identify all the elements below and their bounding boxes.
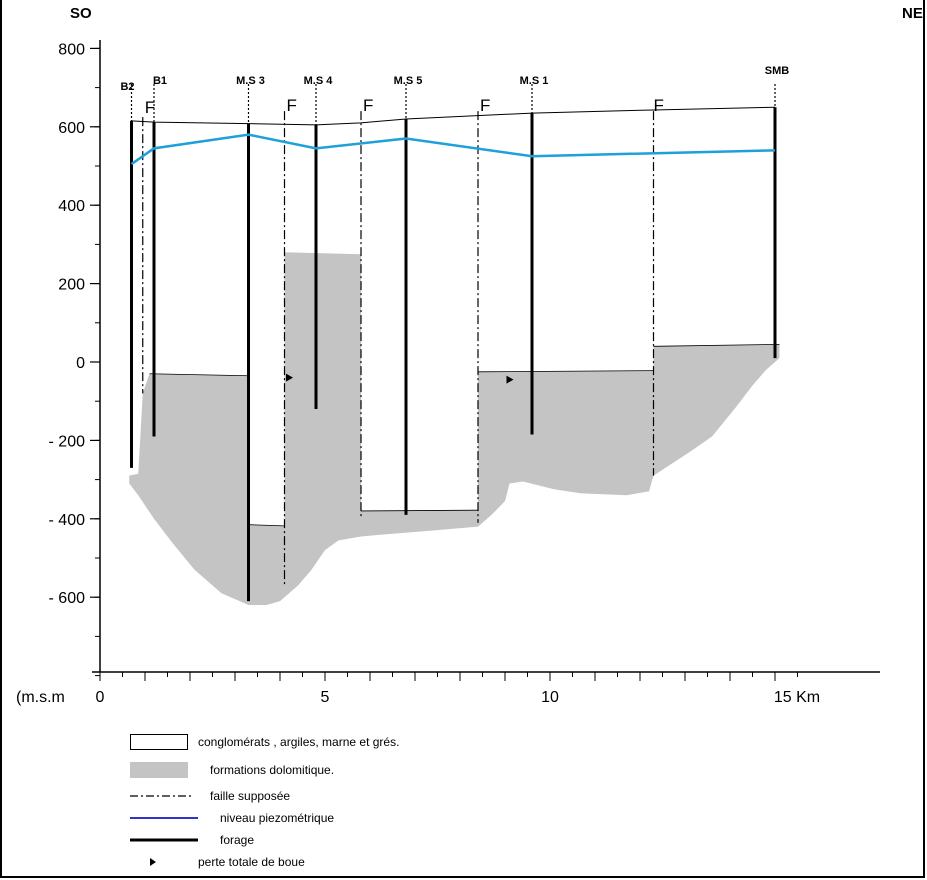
x-tick-label: 15 Km [774, 689, 820, 706]
legend-label: faille supposée [210, 789, 291, 803]
borehole-label: B1 [153, 75, 167, 87]
formation-contact [149, 373, 249, 377]
legend-item-dolomitic: formations dolomitique. [130, 760, 334, 780]
triangle-icon [150, 858, 156, 866]
ground-surface [131, 106, 776, 126]
legend-item-piezo: niveau piezométrique [130, 808, 334, 828]
borehole-label: M.S 3 [236, 75, 265, 87]
mud-loss-marker [506, 375, 514, 384]
legend-label: niveau piezométrique [220, 811, 335, 825]
borehole-label: B2 [120, 81, 134, 93]
mud-loss-marker [286, 373, 293, 382]
formation-contact [360, 509, 479, 512]
legend-label: formations dolomitique. [210, 763, 335, 777]
dolomite-formation [129, 252, 780, 606]
fault-label: F [480, 96, 490, 115]
y-tick-label: 800 [58, 41, 85, 58]
y-unit-label: (m.s.m [16, 689, 65, 706]
y-tick-label: - 600 [49, 590, 86, 607]
legend-blue-line [130, 817, 198, 819]
direction-label-ne: NE [902, 5, 923, 22]
legend-item-borehole: forage [130, 830, 254, 850]
legend-item-fault: faille supposée [130, 786, 290, 806]
borehole-label: M.S 4 [304, 75, 334, 87]
fault-label: F [287, 96, 297, 115]
legend-black-line [130, 838, 198, 842]
legend-swatch-white [130, 734, 188, 750]
y-tick-label: 600 [58, 120, 85, 137]
borehole-label: M.S 5 [394, 75, 423, 87]
x-tick-label: 0 [96, 689, 105, 706]
formation-contact [653, 343, 780, 347]
legend-swatch-gray [130, 762, 188, 778]
piezometric-line [130, 133, 776, 166]
legend-label: perte totale de boue [198, 855, 305, 869]
fault-label: F [363, 96, 373, 115]
legend-dashdot-line [130, 795, 192, 797]
legend-item-conglomerates: conglomérats , argiles, marne et grés. [130, 732, 399, 752]
y-tick-label: 0 [76, 355, 85, 372]
y-tick-label: 400 [58, 198, 85, 215]
fault-label: F [145, 98, 155, 117]
formation-contact [477, 370, 654, 373]
x-tick-label: 10 [541, 689, 559, 706]
direction-label-so: SO [70, 5, 92, 22]
y-tick-label: - 400 [49, 512, 86, 529]
borehole-label: M.S 1 [520, 75, 549, 87]
legend-item-mudloss: perte totale de boue [150, 852, 305, 872]
borehole-label: SMB [765, 65, 790, 77]
legend-label: forage [220, 833, 255, 847]
x-tick-label: 5 [321, 689, 330, 706]
y-tick-label: 200 [58, 277, 85, 294]
legend-label: conglomérats , argiles, marne et grés. [198, 735, 400, 749]
y-tick-label: - 200 [49, 433, 86, 450]
formation-contact [248, 524, 285, 527]
fault-label: F [654, 96, 664, 115]
